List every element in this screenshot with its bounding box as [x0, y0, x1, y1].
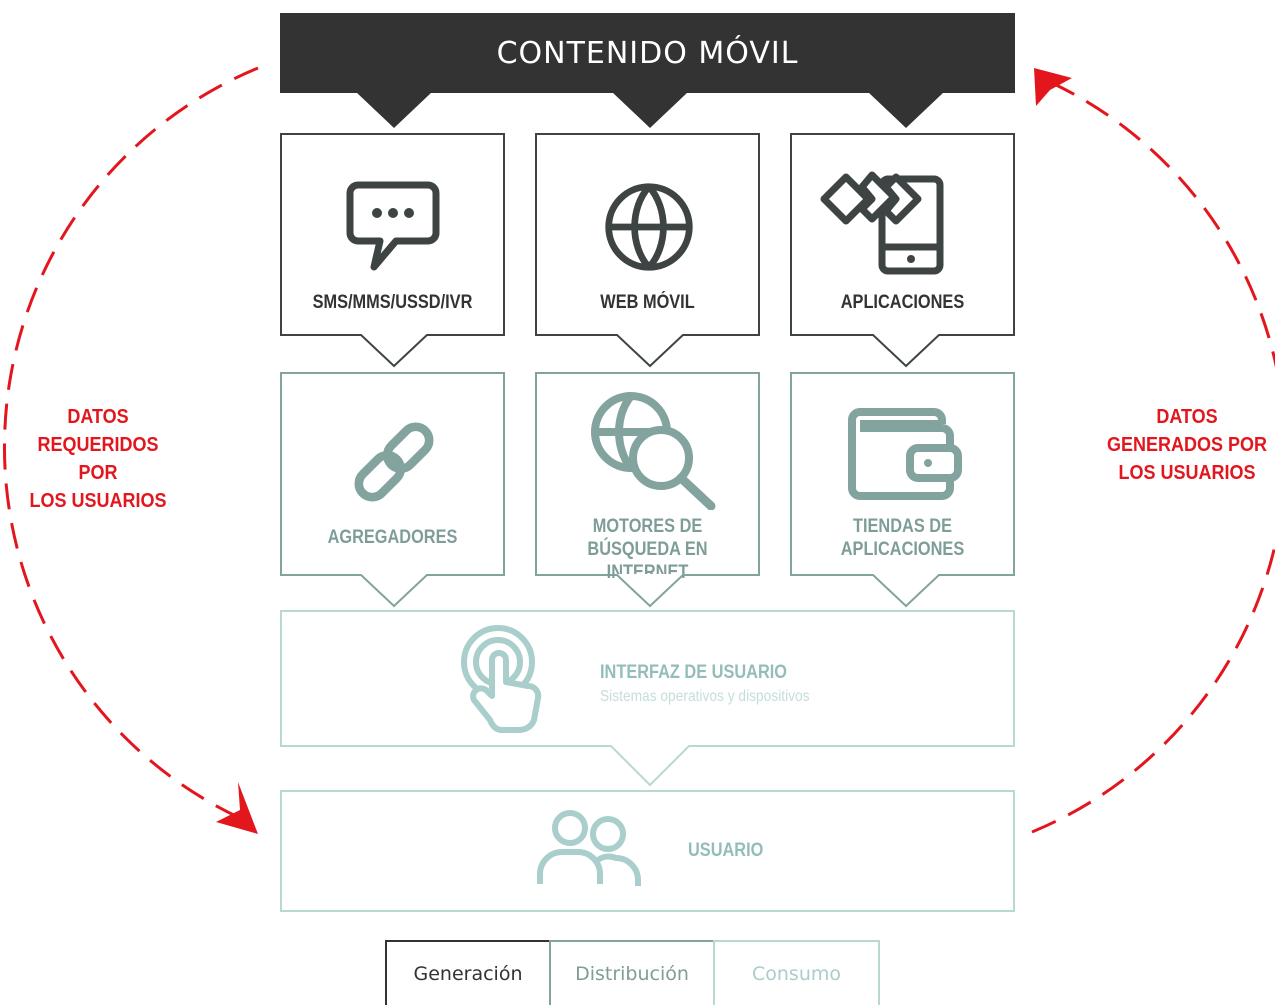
banner-pointers	[356, 92, 944, 128]
tiendas-box: TIENDAS DE APLICACIONES	[790, 372, 1015, 576]
globe-icon	[605, 183, 693, 271]
interface-pointer	[609, 745, 691, 787]
label-line: APLICACIONES	[840, 539, 965, 560]
legend-consumo: Consumo	[713, 940, 880, 1005]
right-label-line: DATOS	[1156, 406, 1218, 428]
left-label-line: LOS USUARIOS	[29, 490, 167, 512]
wallet-icon	[848, 408, 962, 500]
sms-box: SMS/MMS/USSD/IVR	[280, 133, 505, 336]
banner-title: CONTENIDO MÓVIL	[496, 35, 799, 71]
aplicaciones-box: APLICACIONES	[790, 133, 1015, 336]
interfaz-title: INTERFAZ DE USUARIO	[600, 662, 788, 683]
generation-pointers	[359, 334, 941, 368]
distribution-pointers	[359, 574, 941, 608]
usuario-title: USUARIO	[688, 840, 764, 861]
globe-search-icon	[591, 392, 716, 510]
left-side-label: DATOS REQUERIDOS POR LOS USUARIOS	[17, 403, 179, 515]
left-label-line: REQUERIDOS POR	[37, 434, 159, 484]
chat-bubble-icon	[346, 181, 440, 271]
touch-hand-icon	[461, 625, 542, 733]
aplicaciones-label: APLICACIONES	[840, 292, 965, 313]
right-side-label: DATOS GENERADOS POR LOS USUARIOS	[1105, 403, 1269, 487]
apps-phone-icon	[820, 171, 944, 275]
content-banner: CONTENIDO MÓVIL	[280, 13, 1015, 93]
interfaz-box: INTERFAZ DE USUARIO Sistemas operativos …	[280, 610, 1015, 747]
label-line: TIENDAS DE	[853, 516, 952, 537]
agregadores-box: AGREGADORES	[280, 372, 505, 576]
interfaz-subtitle: Sistemas operativos y dispositivos	[600, 688, 810, 705]
sms-label: SMS/MMS/USSD/IVR	[312, 292, 473, 313]
right-data-arrow-path	[1031, 80, 1275, 834]
users-icon	[537, 810, 641, 886]
usuario-box: USUARIO	[280, 790, 1015, 912]
legend-distribucion: Distribución	[549, 940, 715, 1005]
label-line: MOTORES DE	[592, 516, 703, 537]
legend-generacion: Generación	[385, 940, 551, 1005]
left-arrowhead	[216, 782, 258, 834]
link-chain-icon	[354, 422, 434, 502]
label-line: AGREGADORES	[327, 527, 458, 548]
motores-box: MOTORES DE BÚSQUEDA EN INTERNET	[535, 372, 760, 583]
agregadores-label: AGREGADORES	[297, 526, 487, 549]
right-arrowhead	[1034, 68, 1072, 106]
left-data-arrow-path	[2, 66, 259, 820]
tiendas-label: TIENDAS DE APLICACIONES	[807, 515, 997, 561]
web-movil-box: WEB MÓVIL	[535, 133, 760, 336]
web-movil-label: WEB MÓVIL	[600, 292, 695, 313]
right-label-line: LOS USUARIOS	[1118, 462, 1256, 484]
right-label-line: GENERADOS POR	[1106, 434, 1268, 456]
left-label-line: DATOS	[67, 406, 129, 428]
